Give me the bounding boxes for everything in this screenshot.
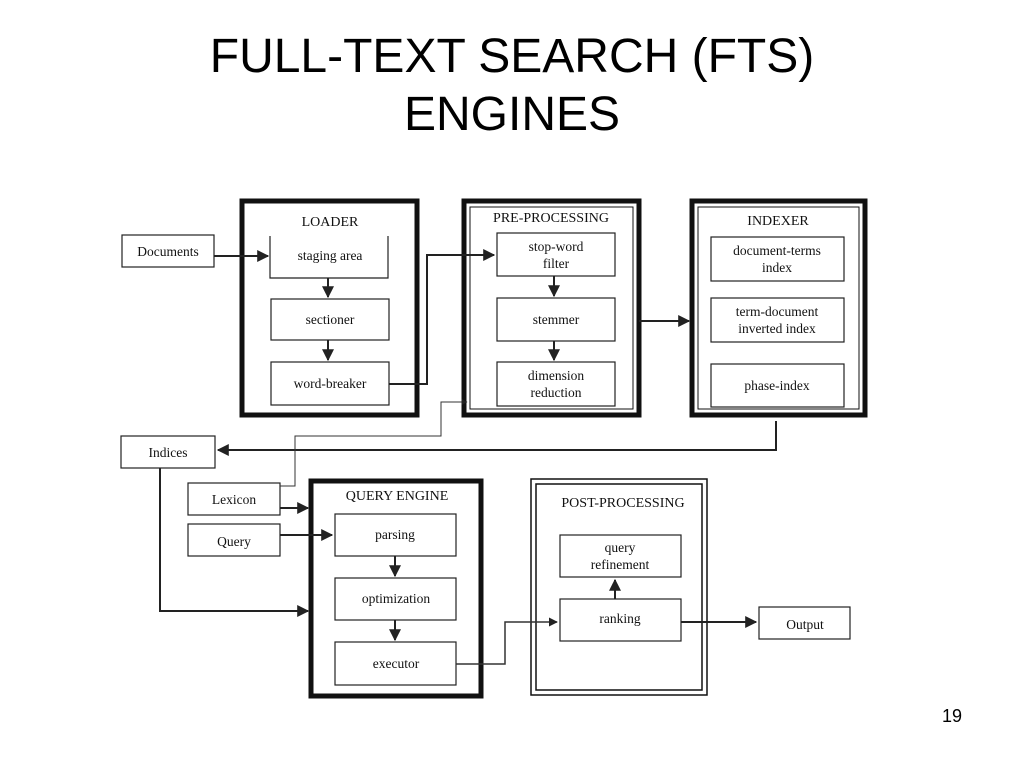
arrow-executor-to-ranking bbox=[456, 617, 558, 665]
stop-word-filter-label-1: stop-word bbox=[529, 239, 584, 254]
title-line-2: ENGINES bbox=[403, 88, 621, 141]
query-box: Query bbox=[187, 523, 281, 557]
title-line-1: FULL-TEXT SEARCH (FTS) bbox=[209, 30, 815, 83]
staging-area-label: staging area bbox=[298, 248, 363, 263]
dimension-reduction-box: dimension reduction bbox=[496, 361, 616, 407]
phase-index-box: phase-index bbox=[710, 363, 845, 408]
phase-index-label: phase-index bbox=[744, 378, 809, 393]
sectioner-box: sectioner bbox=[270, 298, 390, 341]
documents-label: Documents bbox=[137, 244, 199, 259]
lexicon-label: Lexicon bbox=[212, 492, 256, 507]
ranking-box: ranking bbox=[559, 598, 682, 642]
optimization-label: optimization bbox=[362, 591, 430, 606]
word-breaker-box: word-breaker bbox=[270, 361, 390, 406]
parsing-label: parsing bbox=[375, 527, 415, 542]
parsing-box: parsing bbox=[334, 513, 457, 557]
documents-box: Documents bbox=[121, 234, 215, 268]
indexer-title: INDEXER bbox=[747, 214, 809, 229]
query-refinement-box: query refinement bbox=[559, 534, 682, 578]
document-terms-index-label-1: document-terms bbox=[733, 243, 821, 258]
slide-number: 19 bbox=[941, 706, 962, 726]
pre-processing-title: PRE-PROCESSING bbox=[493, 211, 609, 226]
optimization-box: optimization bbox=[334, 577, 457, 621]
indices-box: Indices bbox=[120, 435, 216, 469]
executor-label: executor bbox=[373, 656, 420, 671]
query-refinement-label-1: query bbox=[605, 540, 636, 555]
dimension-reduction-label-1: dimension bbox=[528, 368, 584, 383]
stop-word-filter-box: stop-word filter bbox=[496, 232, 616, 277]
word-breaker-label: word-breaker bbox=[294, 376, 367, 391]
sectioner-label: sectioner bbox=[306, 312, 355, 327]
line-lexicon-to-pre-processing bbox=[280, 399, 468, 487]
stemmer-label: stemmer bbox=[533, 312, 580, 327]
query-engine-title: QUERY ENGINE bbox=[346, 489, 449, 504]
document-terms-index-box: document-terms index bbox=[710, 236, 845, 282]
post-processing-title: POST-PROCESSING bbox=[561, 496, 684, 511]
term-document-index-label-2: inverted index bbox=[738, 321, 816, 336]
query-label: Query bbox=[217, 534, 251, 549]
output-label: Output bbox=[786, 617, 824, 632]
stemmer-box: stemmer bbox=[496, 297, 616, 342]
ranking-label: ranking bbox=[599, 611, 640, 626]
arrow-indexer-to-indices bbox=[216, 421, 777, 456]
slide-title: FULL-TEXT SEARCH (FTS) ENGINES bbox=[0, 28, 1024, 144]
document-terms-index-label-2: index bbox=[762, 260, 792, 275]
stop-word-filter-label-2: filter bbox=[543, 256, 570, 271]
post-processing-frame bbox=[530, 478, 708, 696]
indices-label: Indices bbox=[149, 445, 188, 460]
term-document-inverted-index-box: term-document inverted index bbox=[710, 297, 845, 343]
lexicon-box: Lexicon bbox=[187, 482, 281, 516]
dimension-reduction-label-2: reduction bbox=[531, 385, 582, 400]
arrow-indices-to-query-engine bbox=[159, 468, 310, 617]
query-refinement-label-2: refinement bbox=[591, 557, 650, 572]
executor-box: executor bbox=[334, 641, 457, 686]
loader-title: LOADER bbox=[302, 215, 359, 230]
arrow-word-breaker-to-stop-word bbox=[389, 249, 496, 385]
term-document-index-label-1: term-document bbox=[736, 304, 819, 319]
output-box: Output bbox=[758, 606, 851, 640]
